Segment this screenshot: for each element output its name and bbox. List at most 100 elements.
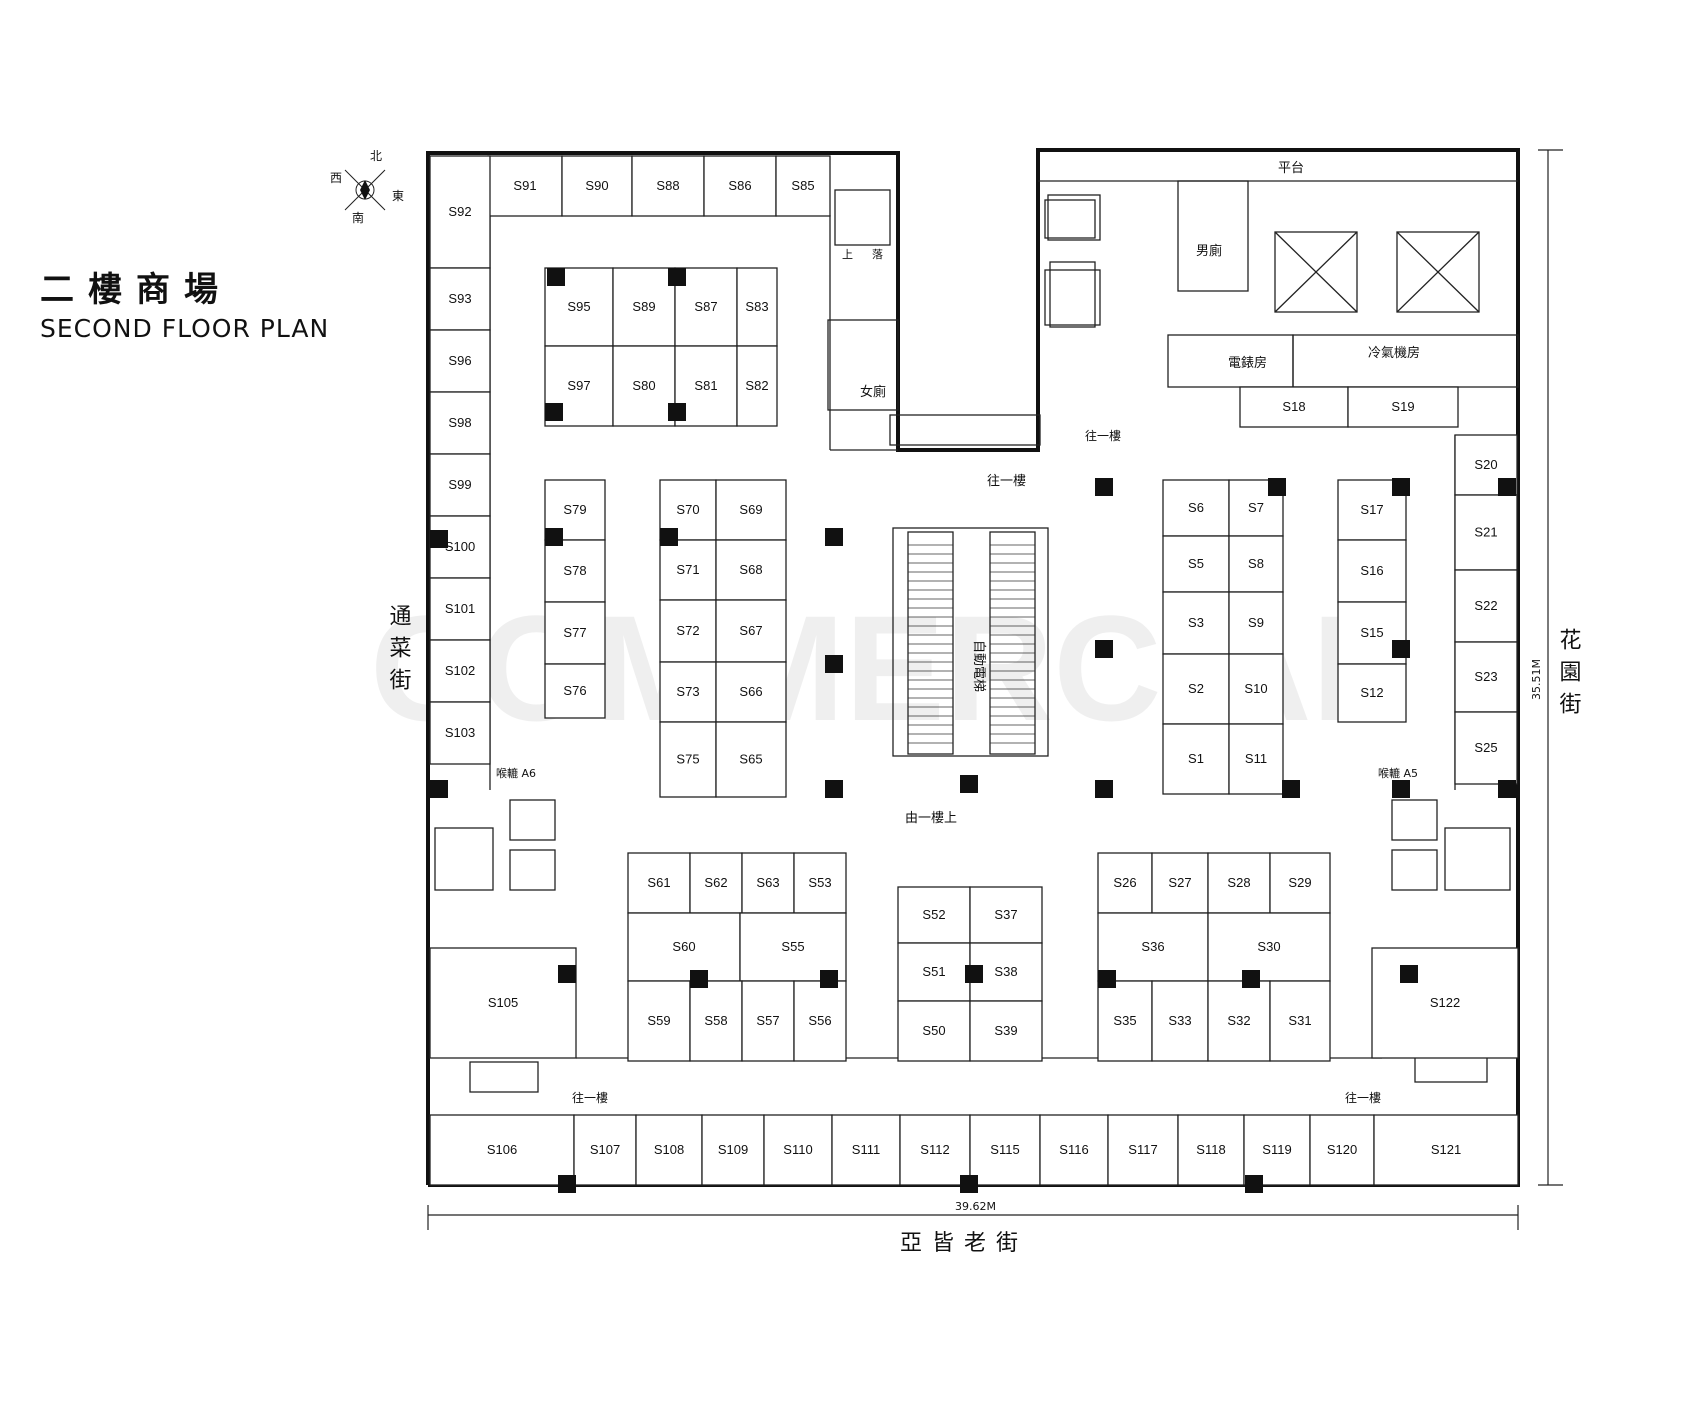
unit-label: S1: [1188, 751, 1204, 766]
title-chinese: 二樓商場: [40, 270, 232, 310]
unit-s102: S102: [429, 639, 491, 703]
unit-s31: S31: [1269, 980, 1331, 1062]
unit-label: S55: [781, 939, 804, 954]
unit-label: S35: [1113, 1013, 1136, 1028]
column-mark: [1095, 780, 1113, 798]
to-first-floor-top: 往一樓: [1085, 428, 1121, 443]
unit-label: S83: [745, 299, 768, 314]
unit-label: S81: [694, 378, 717, 393]
unit-outline: [736, 267, 778, 347]
unit-label: S66: [739, 684, 762, 699]
platform-label: 平台: [1278, 161, 1304, 176]
unit-outline: [1207, 980, 1271, 1062]
unit-s69: S69: [715, 479, 787, 541]
unit-s111: S111: [831, 1114, 901, 1186]
compass-east: 東: [392, 189, 404, 203]
unit-s30: S30: [1207, 912, 1331, 982]
unit-outline: [715, 599, 787, 663]
unit-outline: [741, 980, 795, 1062]
unit-label: S26: [1113, 875, 1136, 890]
unit-outline: [763, 1114, 833, 1186]
unit-label: S79: [563, 502, 586, 517]
unit-label: S102: [445, 663, 475, 678]
unit-s121: S121: [1373, 1114, 1519, 1186]
service-rooms: [827, 180, 1519, 411]
womens-toilet-label: 女廁: [860, 384, 886, 400]
unit-label: S22: [1474, 598, 1497, 613]
unit-label: S29: [1288, 875, 1311, 890]
unit-label: S32: [1227, 1013, 1250, 1028]
unit-label: S115: [990, 1142, 1019, 1157]
outer-walls: [426, 148, 1520, 1187]
compass-west: 西: [330, 171, 342, 185]
unit-s15: S15: [1337, 601, 1407, 665]
unit-label: S50: [922, 1023, 945, 1038]
unit-outline: [631, 155, 705, 217]
column-mark: [965, 965, 983, 983]
unit-label: S65: [739, 752, 762, 767]
unit-outline: [703, 155, 777, 217]
unit-s37: S37: [969, 886, 1043, 944]
unit-label: S27: [1168, 875, 1191, 890]
unit-outline: [736, 345, 778, 427]
unit-s19: S19: [1347, 386, 1459, 428]
unit-label: S61: [647, 875, 670, 890]
unit-label: S117: [1128, 1142, 1157, 1157]
escalator-to-first-floor: 往一樓: [987, 474, 1026, 489]
unit-outline: [429, 701, 491, 765]
unit-s107: S107: [573, 1114, 637, 1186]
unit-label: S36: [1141, 939, 1164, 954]
unit-s115: S115: [969, 1114, 1041, 1186]
unit-label: S75: [676, 752, 699, 767]
compass-icon: 北 東 西 南: [330, 149, 404, 225]
unit-label: S30: [1257, 939, 1280, 954]
column-mark: [960, 1175, 978, 1193]
unit-label: S9: [1248, 615, 1264, 630]
unit-outline: [659, 661, 717, 723]
unit-label: S122: [1430, 995, 1460, 1010]
unit-outline: [429, 1114, 575, 1186]
unit-s27: S27: [1151, 852, 1209, 914]
unit-label: S28: [1227, 875, 1250, 890]
unit-label: S15: [1360, 625, 1383, 640]
column-mark: [1392, 780, 1410, 798]
unit-label: S7: [1248, 500, 1264, 515]
unit-s2: S2: [1162, 653, 1230, 725]
unit-s89: S89: [612, 267, 676, 347]
column-mark: [1245, 1175, 1263, 1193]
unit-s80: S80: [612, 345, 676, 427]
unit-s61: S61: [627, 852, 691, 914]
unit-s50: S50: [897, 1000, 971, 1062]
unit-label: S99: [448, 477, 471, 492]
unit-outline: [429, 947, 577, 1059]
unit-s77: S77: [544, 601, 606, 665]
unit-label: S63: [756, 875, 779, 890]
unit-outline: [1228, 723, 1284, 795]
unit-label: S111: [852, 1142, 880, 1157]
unit-label: S105: [488, 995, 518, 1010]
unit-s7: S7: [1228, 479, 1284, 537]
unit-outline: [1454, 569, 1518, 643]
column-mark: [558, 965, 576, 983]
unit-s1: S1: [1162, 723, 1230, 795]
street-right: 花園街: [1556, 628, 1582, 724]
columns-layer: [430, 268, 1516, 1193]
unit-outline: [1097, 980, 1153, 1062]
unit-outline: [544, 663, 606, 719]
unit-label: S19: [1391, 399, 1414, 414]
unit-label: S70: [676, 502, 699, 517]
unit-s59: S59: [627, 980, 691, 1062]
unit-s29: S29: [1269, 852, 1331, 914]
unit-s118: S118: [1177, 1114, 1245, 1186]
unit-s112: S112: [899, 1114, 971, 1186]
unit-outline: [1097, 852, 1153, 914]
unit-outline: [561, 155, 633, 217]
unit-label: S2: [1188, 681, 1204, 696]
unit-s75: S75: [659, 721, 717, 798]
unit-outline: [544, 539, 606, 603]
unit-outline: [573, 1114, 637, 1186]
unit-label: S110: [783, 1142, 812, 1157]
unit-s39: S39: [969, 1000, 1043, 1062]
unit-outline: [627, 980, 691, 1062]
